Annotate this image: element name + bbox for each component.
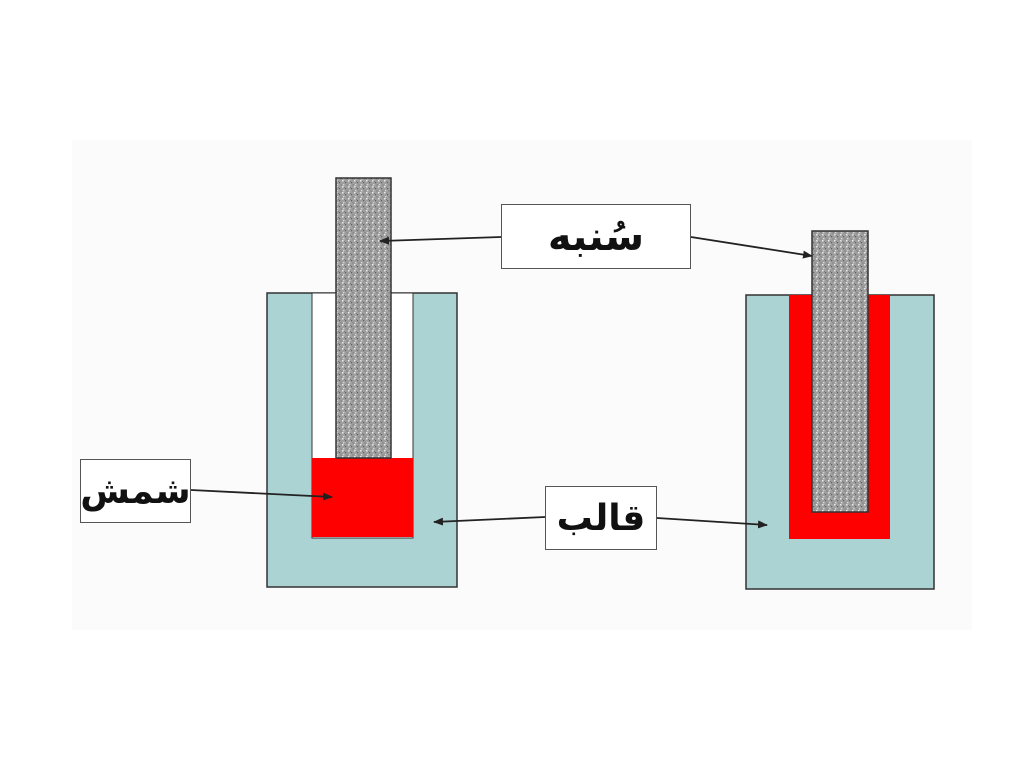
right-assembly	[745, 230, 935, 590]
punch-label: سُنبه	[501, 204, 691, 269]
arrow-mold-right	[656, 517, 768, 529]
left-assembly	[266, 177, 458, 588]
arrows	[190, 236, 813, 529]
mold-label-text: قالب	[556, 497, 646, 539]
arrow-punch-right	[690, 236, 813, 259]
left-punch	[335, 177, 392, 459]
punch-label-text: سُنبه	[547, 213, 645, 260]
arrow-mold-left	[433, 516, 546, 526]
right-punch	[811, 230, 869, 513]
mold-label: قالب	[545, 486, 657, 550]
billet-label: شمش	[80, 459, 191, 523]
billet-label-text: شمش	[80, 470, 191, 512]
arrow-billet	[190, 489, 333, 501]
arrow-punch-left	[379, 236, 502, 245]
